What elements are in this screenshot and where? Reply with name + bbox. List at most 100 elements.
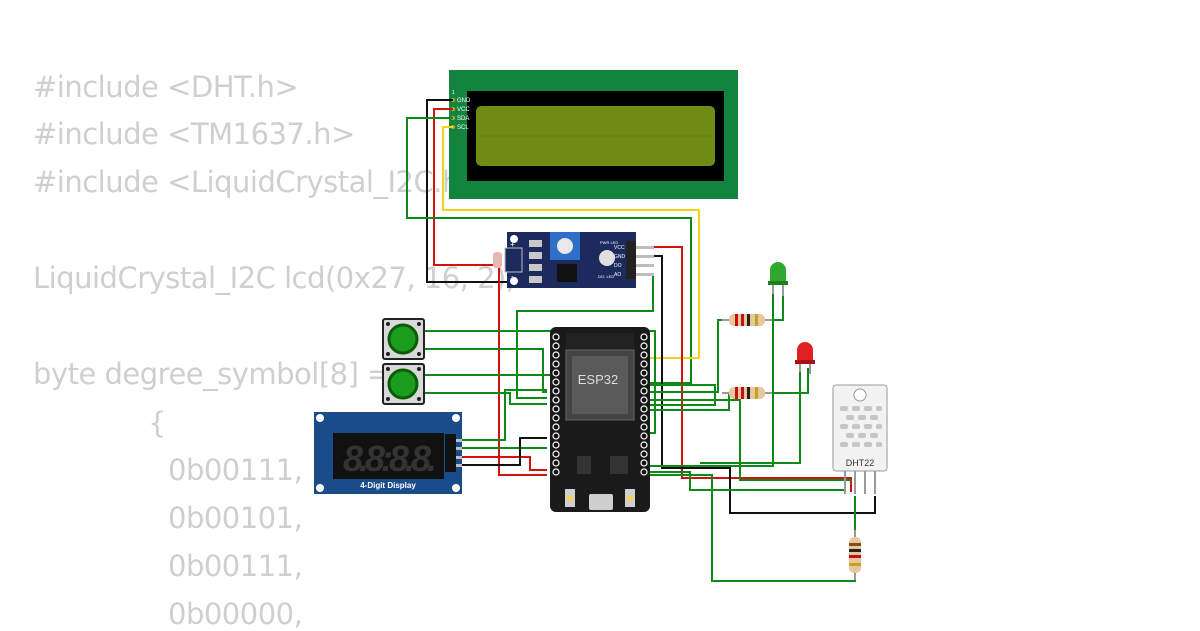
esp32-pin[interactable] <box>552 351 560 359</box>
esp32-pin[interactable] <box>552 387 560 395</box>
esp32-chip <box>610 456 628 474</box>
esp32-pin[interactable] <box>552 342 560 350</box>
lcd-display[interactable]: 1 GND VCC SDA SCL <box>449 70 738 199</box>
ldr-smd <box>529 240 542 247</box>
wire-red[interactable] <box>636 246 852 492</box>
wire-green[interactable] <box>765 368 809 394</box>
wire-green[interactable] <box>424 348 547 393</box>
ldr-pwr-led-label: PWR LED <box>600 240 618 245</box>
esp32-pin[interactable] <box>552 468 560 476</box>
esp32-pin[interactable] <box>640 414 648 422</box>
esp32-pin[interactable] <box>640 468 648 476</box>
ldr-do-led-label: DO- LED <box>598 274 614 279</box>
push-button-1[interactable] <box>382 318 425 360</box>
code-line: 0b00111, <box>168 453 303 487</box>
button-cap[interactable] <box>387 323 419 355</box>
esp32-pin[interactable] <box>640 405 648 413</box>
esp32-pin[interactable] <box>640 423 648 431</box>
esp32-pin[interactable] <box>552 432 560 440</box>
esp32-pin[interactable] <box>640 351 648 359</box>
led-red-dome <box>797 342 813 362</box>
seg-label: 4-Digit Display <box>360 481 416 490</box>
wire-green[interactable] <box>424 392 547 405</box>
esp32-pin[interactable] <box>552 333 560 341</box>
ldr-plus-label: + <box>510 240 515 249</box>
led-red[interactable] <box>795 342 815 374</box>
lcd-pin-label: SDA <box>457 116 469 122</box>
esp32-left-pins <box>552 333 560 476</box>
ldr-pin[interactable] <box>636 264 654 267</box>
led-green-dome <box>770 262 786 284</box>
button-cap[interactable] <box>387 368 419 400</box>
wire-green[interactable] <box>700 368 801 464</box>
ldr-pin[interactable] <box>636 273 654 276</box>
esp32-pin[interactable] <box>640 450 648 458</box>
resistor-green-led[interactable] <box>722 314 772 326</box>
button-corner <box>417 352 421 356</box>
esp32-pin[interactable] <box>640 369 648 377</box>
code-line: LiquidCrystal_I2C lcd(0x27, 16, 2); <box>33 261 516 295</box>
esp32-pin[interactable] <box>552 450 560 458</box>
esp32-pin[interactable] <box>640 387 648 395</box>
four-digit-display[interactable]: 8.8:8.8. 4-Digit Display <box>314 412 462 494</box>
code-line: 0b00101, <box>168 501 303 535</box>
esp32-pin[interactable] <box>552 369 560 377</box>
code-line: { <box>148 406 166 440</box>
esp32-pin[interactable] <box>640 342 648 350</box>
wire-green[interactable] <box>650 399 852 481</box>
esp32-pin[interactable] <box>552 378 560 386</box>
ldr-pin[interactable] <box>636 255 654 258</box>
esp32-pin[interactable] <box>552 405 560 413</box>
wire-red[interactable] <box>456 456 547 471</box>
esp32-pin[interactable] <box>640 441 648 449</box>
dht22-sensor[interactable]: DHT22 <box>832 384 888 494</box>
wire-green[interactable] <box>650 290 774 467</box>
esp32-shield <box>572 356 628 414</box>
seg-header <box>445 434 456 472</box>
usb-port[interactable] <box>589 494 613 510</box>
led-green[interactable] <box>768 262 788 296</box>
seg-pin[interactable] <box>456 439 462 442</box>
ldr-smd <box>529 252 542 259</box>
wire-green[interactable] <box>456 389 547 441</box>
esp32-pin[interactable] <box>640 333 648 341</box>
seg-pin[interactable] <box>456 447 462 450</box>
esp32-pin[interactable] <box>552 423 560 431</box>
ldr-pin-label: DO <box>614 263 622 269</box>
wire-green[interactable] <box>424 330 656 434</box>
esp32-pin[interactable] <box>552 396 560 404</box>
button-corner <box>417 322 421 326</box>
seg-digits: 8.8:8.8. <box>343 438 434 479</box>
ldr-sensor-module[interactable]: + - PWR LED DO- LED VCC GND DO AO <box>493 232 654 288</box>
push-button-2[interactable] <box>382 363 425 405</box>
resistor-dht-pullup[interactable] <box>849 530 861 580</box>
esp32-pin[interactable] <box>640 360 648 368</box>
potentiometer-knob[interactable] <box>557 238 573 254</box>
esp32-pin[interactable] <box>552 414 560 422</box>
esp32-pin[interactable] <box>552 441 560 449</box>
esp32-pin[interactable] <box>640 396 648 404</box>
seg-mount-hole <box>452 484 460 492</box>
wire-black[interactable] <box>636 255 876 514</box>
wire-black[interactable] <box>456 437 547 466</box>
esp32-pin[interactable] <box>640 459 648 467</box>
wire-yellow[interactable] <box>442 126 700 359</box>
esp32-board[interactable]: ESP32 <box>550 327 650 512</box>
resistor-red-led[interactable] <box>722 387 772 399</box>
ldr-pin-label: GND <box>614 254 626 260</box>
ldr-pin[interactable] <box>636 246 654 249</box>
wire-red[interactable] <box>433 108 547 476</box>
esp32-pin[interactable] <box>640 378 648 386</box>
seg-pin[interactable] <box>456 464 462 467</box>
wire-green[interactable] <box>406 117 692 384</box>
esp32-pin[interactable] <box>640 432 648 440</box>
dht22-mount-hole <box>853 388 867 402</box>
esp32-pin[interactable] <box>552 459 560 467</box>
esp32-pin[interactable] <box>552 360 560 368</box>
code-line: 0b00111, <box>168 549 303 583</box>
wire-green[interactable] <box>650 393 730 411</box>
seg-pin[interactable] <box>456 456 462 459</box>
wire-green[interactable] <box>650 384 716 406</box>
wire-green[interactable] <box>650 471 845 491</box>
